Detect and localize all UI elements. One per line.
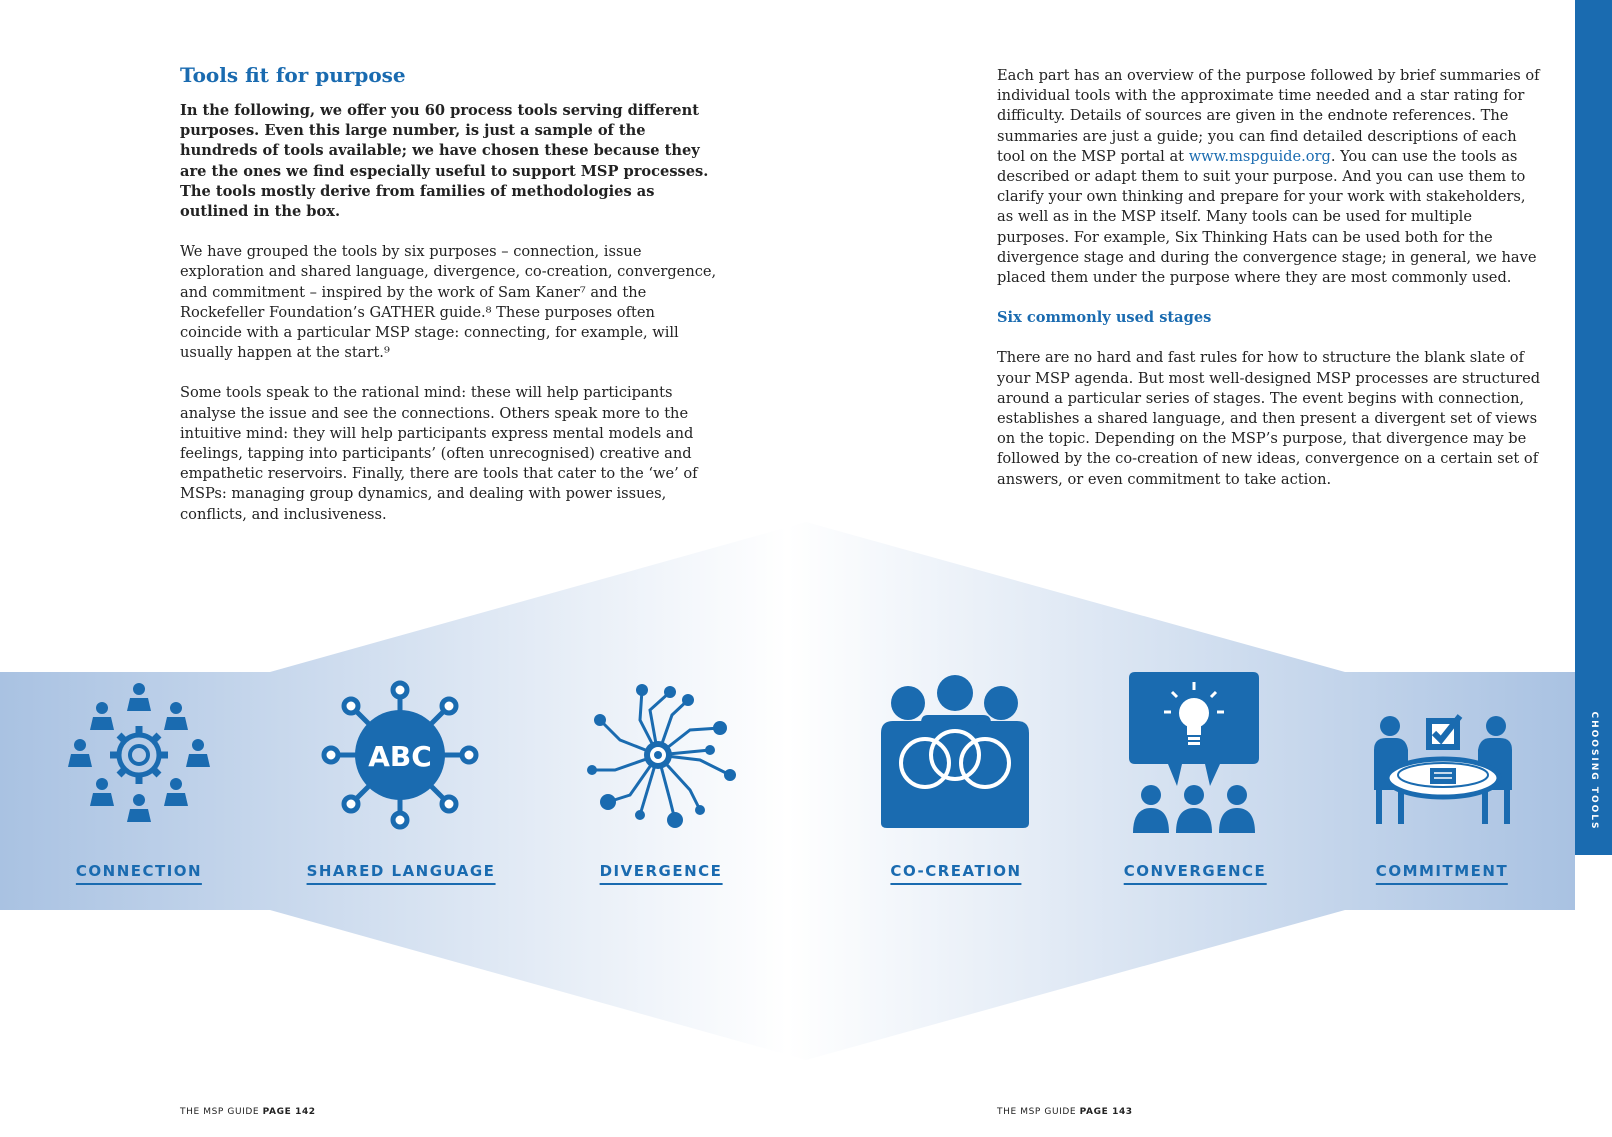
- stage-shared-language: ABC: [300, 680, 500, 830]
- commitment-icon: [1374, 714, 1512, 824]
- stage-connection: [39, 680, 239, 830]
- stage-label-shared-language: SHARED LANGUAGE: [306, 862, 496, 885]
- shared-language-icon: ABC: [321, 680, 479, 830]
- page-number-left: PAGE 142: [262, 1107, 316, 1117]
- body-paragraph-3: Each part has an overview of the purpose…: [997, 66, 1542, 288]
- body-paragraph-2: Some tools speak to the rational mind: t…: [180, 384, 698, 523]
- page-title: Tools fit for purpose: [180, 63, 406, 87]
- footer-text: THE MSP GUIDE: [997, 1107, 1080, 1117]
- connection-icon: [68, 683, 210, 822]
- co-creation-icon: [880, 675, 1029, 828]
- stage-label-convergence: CONVERGENCE: [1123, 862, 1267, 885]
- stage-co-creation: [855, 675, 1055, 833]
- footer-right: THE MSP GUIDE PAGE 143: [997, 1107, 1133, 1117]
- abc-text: ABC: [368, 740, 432, 773]
- paragraph-text: Each part has an overview of the purpose…: [997, 67, 1540, 165]
- body-paragraph-4: There are no hard and fast rules for how…: [997, 349, 1541, 488]
- right-column: Each part has an overview of the purpose…: [997, 66, 1542, 510]
- stage-divergence: [560, 680, 760, 830]
- paragraph-text: . You can use the tools as described or …: [997, 147, 1537, 287]
- mspguide-link[interactable]: www.mspguide.org: [1188, 147, 1331, 165]
- left-column: Tools fit for purpose In the following, …: [180, 62, 720, 545]
- side-tab-label: CHOOSING TOOLS: [1589, 711, 1599, 831]
- stage-label-commitment: COMMITMENT: [1375, 862, 1509, 885]
- footer-left: THE MSP GUIDE PAGE 142: [180, 1107, 316, 1117]
- section-subheading: Six commonly used stages: [997, 309, 1212, 327]
- divergence-icon: [587, 684, 736, 828]
- stage-label-divergence: DIVERGENCE: [599, 862, 723, 885]
- stage-convergence: [1095, 672, 1295, 838]
- page-number-right: PAGE 143: [1079, 1107, 1133, 1117]
- stage-label-connection: CONNECTION: [75, 862, 203, 885]
- lead-paragraph: In the following, we offer you 60 proces…: [180, 102, 709, 221]
- body-paragraph-1: We have grouped the tools by six purpose…: [180, 243, 717, 362]
- stage-label-co-creation: CO-CREATION: [890, 862, 1022, 885]
- stages-band: [0, 522, 1575, 1060]
- stage-commitment: [1343, 680, 1543, 830]
- section-side-tab: [1575, 0, 1612, 855]
- convergence-icon: [1129, 672, 1259, 833]
- footer-text: THE MSP GUIDE: [180, 1107, 263, 1117]
